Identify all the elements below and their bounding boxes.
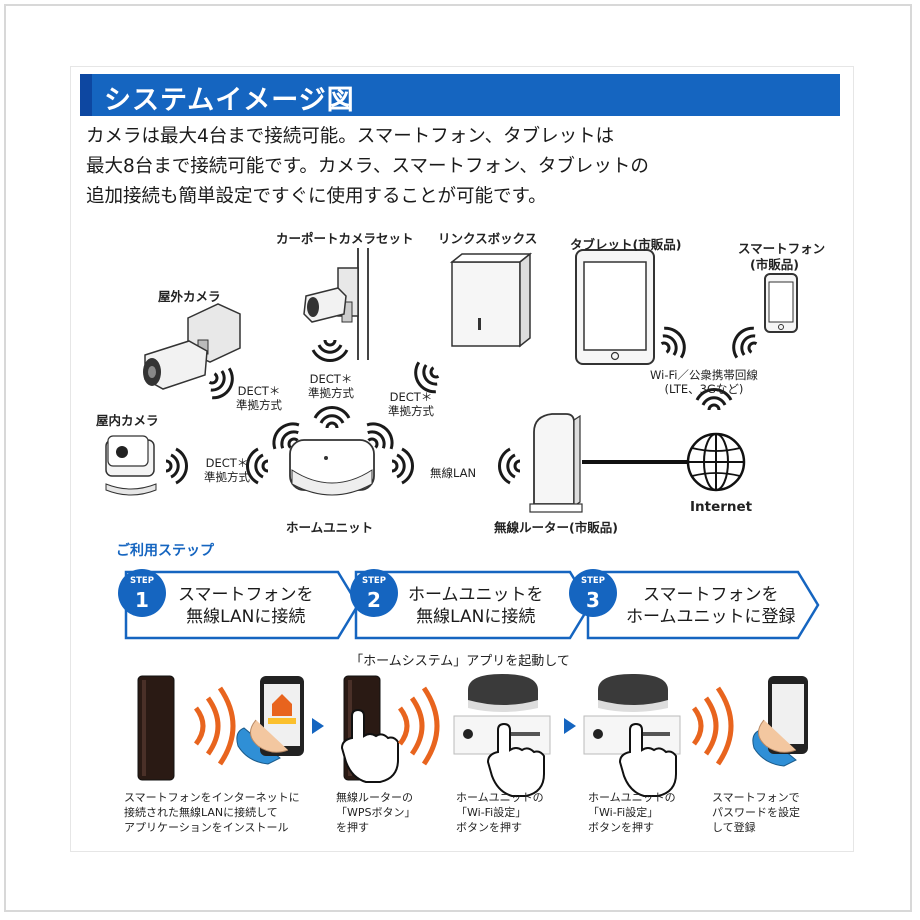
router-icon [529, 413, 583, 513]
carport-camera-icon [303, 248, 369, 360]
hand-press-3 [618, 722, 677, 797]
title-banner-accent [80, 74, 92, 116]
dect-label-3: DECT＊準拠方式 [388, 390, 434, 418]
home-unit-label: ホームユニット [286, 520, 374, 535]
caption-2: 無線ルーターの「WPSボタン」を押す [336, 791, 416, 834]
dect-label-4: DECT＊準拠方式 [204, 456, 250, 484]
step-2-badge-label: STEP [362, 576, 386, 586]
phone-hand-1 [236, 676, 304, 765]
step-arrows [118, 569, 820, 640]
phone-hand-2 [752, 676, 808, 767]
step-1-text: スマートフォンを無線LANに接続 [178, 585, 314, 627]
router-label: 無線ルーター(市販品) [494, 520, 618, 535]
home-unit-icon [289, 439, 375, 496]
indoor-camera-label: 屋内カメラ [96, 413, 159, 428]
wifi-label: Wi-Fi／公衆携帯回線(LTE、3Gなど) [650, 368, 758, 396]
flow-arrow-1 [312, 718, 324, 734]
tablet-icon [575, 249, 655, 365]
step-3-number: 3 [586, 588, 600, 612]
smartphone-label-sub: (市販品) [750, 257, 799, 272]
intro-line-1: カメラは最大4台まで接続可能。スマートフォン、タブレットは [86, 126, 615, 147]
title-banner [80, 74, 840, 116]
caption-4: ホームユニットの「Wi-Fi設定」ボタンを押す [588, 791, 676, 834]
outer-frame [4, 4, 912, 912]
caption-5: スマートフォンでパスワードを設定して登録 [712, 791, 800, 834]
intro-line-3: 追加接続も簡単設定ですぐに使用することが可能です。 [86, 186, 547, 207]
step-2-text: ホームユニットを無線LANに接続 [408, 585, 544, 627]
smartphone-label: スマートフォン [738, 241, 826, 256]
outdoor-camera-icon [143, 303, 241, 390]
carport-camera-label: カーポートカメラセット [276, 231, 414, 246]
dect-label-2: DECT＊準拠方式 [308, 372, 354, 400]
intro-line-2: 最大8台まで接続可能です。カメラ、スマートフォン、タブレットの [86, 156, 649, 177]
step-3-text: スマートフォンをホームユニットに登録 [626, 585, 796, 627]
step-1-number: 1 [135, 588, 149, 612]
hand-press-1 [340, 708, 399, 783]
caption-1: スマートフォンをインターネットに接続された無線LANに接続してアプリケーションを… [124, 791, 300, 834]
internet-globe-icon [686, 432, 746, 492]
tablet-label: タブレット(市販品) [570, 237, 682, 252]
dect-label-1: DECT＊準拠方式 [236, 384, 282, 412]
link-box-icon [449, 252, 533, 348]
indoor-camera-icon [105, 435, 157, 496]
launch-note: 「ホームシステム」アプリを起動して [350, 654, 570, 669]
step-3-badge-label: STEP [581, 576, 605, 586]
steps-title: ご利用ステップ [116, 543, 214, 559]
hand-press-2 [486, 722, 545, 797]
smartphone-icon [764, 273, 798, 333]
internet-label: Internet [690, 499, 753, 515]
link-box-label: リンクスボックス [438, 231, 538, 246]
step-1-badge-label: STEP [130, 576, 154, 586]
caption-3: ホームユニットの「Wi-Fi設定」ボタンを押す [456, 791, 544, 834]
router-photo-1 [137, 675, 175, 781]
outdoor-camera-label: 屋外カメラ [158, 289, 221, 304]
step-2-number: 2 [367, 588, 381, 612]
page-title: システムイメージ図 [104, 85, 355, 116]
wireless-lan-label: 無線LAN [430, 466, 477, 480]
flow-arrow-2 [564, 718, 576, 734]
